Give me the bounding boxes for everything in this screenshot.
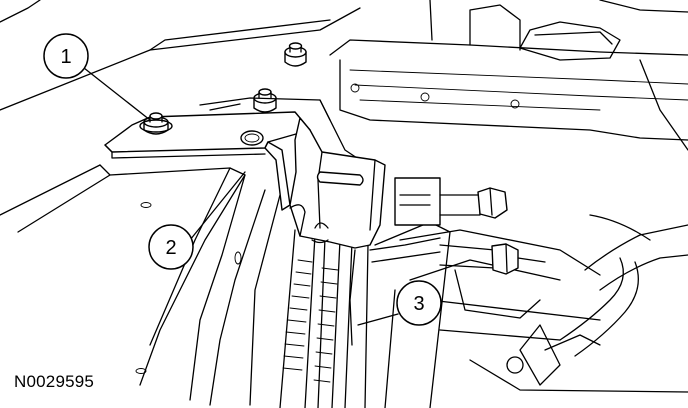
horizontal-bolt-lower xyxy=(439,243,546,319)
background-bolt-top xyxy=(284,42,307,67)
callout-2: 2 xyxy=(148,224,194,270)
leader-line-3 xyxy=(357,313,399,326)
radiator-core xyxy=(279,221,451,408)
callout-circle xyxy=(43,33,89,79)
callout-circle xyxy=(148,224,194,270)
bracket xyxy=(104,111,386,249)
callout-3: 3 xyxy=(396,280,442,326)
callout-circle xyxy=(396,280,442,326)
frame-tray xyxy=(0,164,281,406)
callout-number: 2 xyxy=(165,237,176,259)
horizontal-bolt-upper xyxy=(394,177,508,226)
callout-number: 1 xyxy=(60,46,71,68)
engine-compartment-background xyxy=(0,0,688,393)
leader-line-2 xyxy=(189,171,246,241)
figure-reference-code: N0029595 xyxy=(14,372,95,391)
callout-number: 3 xyxy=(413,293,424,315)
leader-lines xyxy=(83,67,399,326)
leader-line-1 xyxy=(83,67,151,121)
callout-1: 1 xyxy=(43,33,89,79)
background-bolt-middle xyxy=(253,88,277,113)
